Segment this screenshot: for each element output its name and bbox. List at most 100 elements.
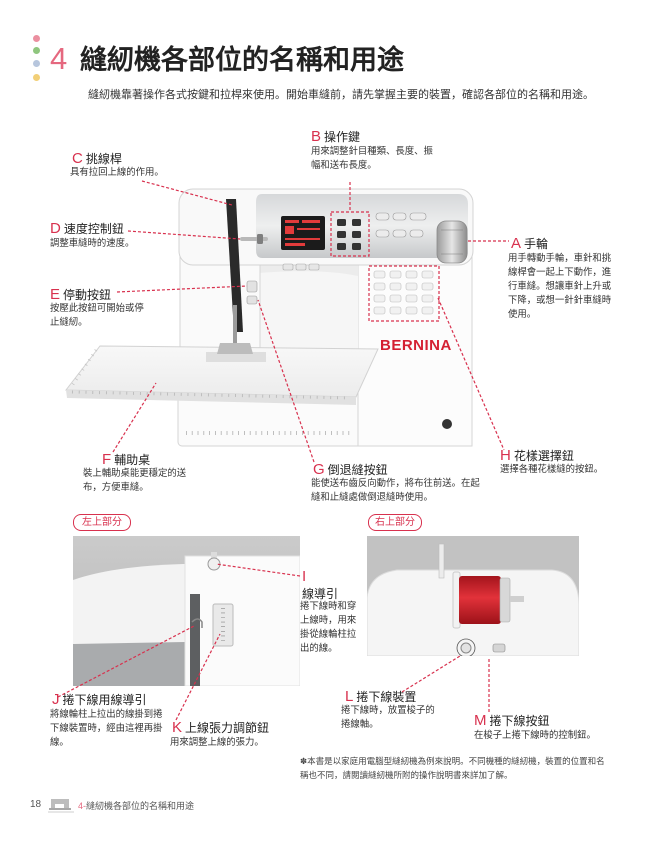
part-name: 捲下線裝置 xyxy=(356,690,417,704)
page-number: 18 xyxy=(30,799,42,810)
panel-button xyxy=(409,229,424,238)
part-name: 倒退縫按鈕 xyxy=(327,463,388,477)
tension-dial xyxy=(212,603,234,647)
part-desc-b: 用來調整針目種類、長度、振 幅和送布長度。 xyxy=(311,145,433,173)
desc-line: 上線時，用來 xyxy=(300,615,357,626)
part-name: 輔助桌 xyxy=(114,453,151,467)
operation-key xyxy=(337,243,346,250)
leader-line-j xyxy=(57,625,195,698)
part-letter: A xyxy=(511,235,522,252)
pattern-button xyxy=(405,306,418,315)
part-desc-m: 在梭子上捲下線時的控制鈕。 xyxy=(474,729,596,743)
part-desc-h: 選擇各種花樣縫的按鈕。 xyxy=(500,463,603,477)
arm-button xyxy=(282,263,294,271)
pattern-button xyxy=(405,282,418,291)
presser-foot xyxy=(217,343,253,354)
part-desc-k: 用來調整上線的張力。 xyxy=(170,736,264,750)
part-name: 捲下線用線導引 xyxy=(62,693,147,707)
leader-line-d xyxy=(127,230,241,240)
part-name: 捲下線按鈕 xyxy=(489,714,550,728)
lcd-segment xyxy=(297,228,320,230)
panel-button xyxy=(392,229,407,238)
leader-line-l xyxy=(401,655,461,693)
pretension-guide-post xyxy=(438,543,445,579)
part-letter: J xyxy=(52,691,60,708)
intro-text: 縫紉機靠著操作各式按鍵和拉桿來使用。開始車縫前，請先掌握主要的裝置，確認各部位的… xyxy=(88,88,594,101)
brand-logo: BERNINA xyxy=(380,337,452,354)
arm-button xyxy=(308,263,320,271)
part-label-i: I 線導引 xyxy=(302,568,338,602)
desc-line: 縫和止縫處做倒退縫時使用。 xyxy=(311,492,433,503)
machine-side-panel xyxy=(73,642,185,686)
section-tag-right-top: 右上部分 xyxy=(368,514,422,531)
leader-line-h xyxy=(437,297,505,451)
lcd-segment xyxy=(285,226,294,234)
part-desc-a: 用手轉動手輪，車針和挑 線桿會一起上下動作，進 行車縫。想讓車針上升或 下降，或… xyxy=(508,252,611,322)
part-letter: E xyxy=(50,286,61,303)
highlight-box-operation-keys xyxy=(330,211,370,257)
desc-line: 行車縫。想讓車針上升或 xyxy=(508,281,612,292)
part-letter: H xyxy=(500,447,511,464)
section-number: 4 xyxy=(50,41,68,76)
part-name: 挑線桿 xyxy=(85,152,122,166)
part-name: 手輪 xyxy=(524,237,549,251)
desc-line: 捲下線時和穿 xyxy=(300,601,357,612)
photo-right-top-drawing xyxy=(367,536,579,656)
part-letter: M xyxy=(474,712,487,729)
footnote: ✽本書是以家庭用電腦型縫紉機為例來說明。不同機種的縫紉機，裝置的位置和名 稱也不… xyxy=(300,755,605,783)
footer-chapter-title: 縫紉機各部位的名稱和用途 xyxy=(86,802,195,812)
pattern-button xyxy=(421,294,434,303)
desc-line: 線桿會一起上下動作，進 xyxy=(508,267,612,278)
part-name: 線導引 xyxy=(302,587,339,601)
decor-dot-green xyxy=(33,47,40,54)
desc-line: 調整車縫時的速度。 xyxy=(50,238,135,249)
pattern-button xyxy=(373,294,386,303)
desc-line: 幅和送布長度。 xyxy=(311,160,377,171)
decor-dot-blue xyxy=(33,60,40,67)
pattern-button xyxy=(405,270,418,279)
icon-machine-right xyxy=(64,799,69,809)
desc-line: 選擇各種花樣縫的按鈕。 xyxy=(500,464,604,475)
lcd-segment xyxy=(302,220,320,223)
thread-slot xyxy=(190,594,200,686)
pattern-button xyxy=(421,270,434,279)
part-desc-c: 具有拉回上線的作用。 xyxy=(70,166,164,180)
handwheel xyxy=(436,220,468,264)
desc-line: 出的線。 xyxy=(300,643,338,654)
operation-key xyxy=(352,219,361,226)
pattern-button xyxy=(373,306,386,315)
part-letter: D xyxy=(50,220,61,237)
desc-line: 掛從線輪柱拉 xyxy=(300,629,357,640)
part-letter: G xyxy=(313,461,325,478)
pattern-button xyxy=(421,282,434,291)
thread-spool xyxy=(459,576,501,624)
leader-line-c xyxy=(141,180,233,206)
lcd-segment xyxy=(285,243,305,246)
desc-line: 將線輪柱上拉出的線掛到捲 xyxy=(50,709,163,720)
pattern-button xyxy=(421,306,434,315)
operation-key xyxy=(337,231,346,238)
footnote-line: ✽本書是以家庭用電腦型縫紉機為例來說明。不同機種的縫紉機，裝置的位置和名 xyxy=(300,757,605,767)
operation-key xyxy=(352,243,361,250)
reverse-button xyxy=(246,295,258,305)
icon-machine-column xyxy=(51,799,55,809)
desc-line: 下線裝置時，經由這裡再掛 xyxy=(50,723,163,734)
machine-right-column xyxy=(357,247,473,447)
operation-key xyxy=(337,219,346,226)
needle-bar xyxy=(233,305,237,343)
leader-line-f xyxy=(112,382,157,453)
desc-line: 按壓此按鈕可開始或停 xyxy=(50,303,144,314)
desc-line: 在梭子上捲下線時的控制鈕。 xyxy=(474,730,596,741)
pattern-button xyxy=(373,282,386,291)
footer-chapter: 4-縫紉機各部位的名稱和用途 xyxy=(78,799,194,812)
pattern-button xyxy=(373,270,386,279)
needle-plate xyxy=(206,352,266,362)
highlight-box-pattern-buttons xyxy=(368,265,440,322)
